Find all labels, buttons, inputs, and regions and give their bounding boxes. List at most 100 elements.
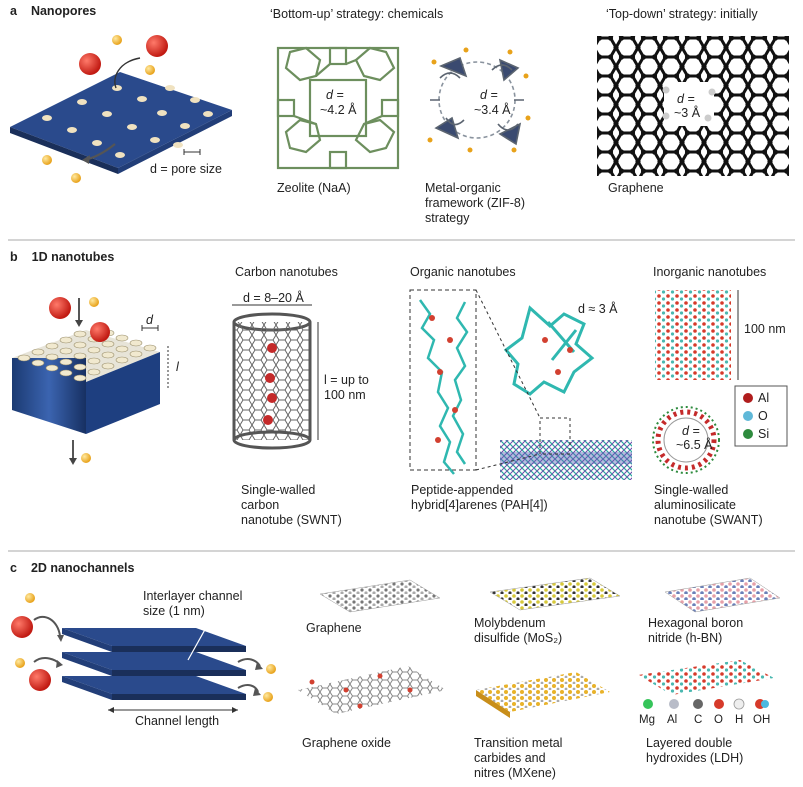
nanotube-bundle	[12, 329, 160, 434]
panel-a-title: Nanopores	[30, 4, 97, 18]
ldh-legend-oh: OH	[753, 714, 771, 726]
graphene-d-label: d =	[677, 92, 695, 106]
swnt-d-label: d = 8–20 Å	[243, 291, 304, 305]
element-legend-swatches	[743, 393, 753, 439]
legend-o: O	[758, 409, 768, 423]
channel-length-label: Channel length	[135, 714, 220, 728]
layered-sheets	[62, 628, 246, 700]
material-mxene: Transition metal carbides and nitres (MX…	[474, 736, 563, 780]
water-molecule	[145, 65, 155, 75]
water-molecule	[81, 453, 91, 463]
material-graphene-oxide: Graphene oxide	[302, 736, 391, 750]
material-graphene: Graphene	[306, 621, 362, 635]
zeolite-structure	[276, 46, 400, 170]
ldh-legend-c: C	[694, 714, 703, 726]
pah4-top-view	[503, 305, 595, 396]
pah4-bilayer	[500, 440, 632, 480]
panel-c-letter: c	[10, 561, 17, 575]
mof-d-value: ~3.4 Å	[474, 103, 511, 117]
water-molecule	[266, 664, 276, 674]
ldh-legend-al: Al	[667, 714, 678, 726]
ldh-sheet	[638, 660, 774, 695]
zeolite-d-value: ~4.2 Å	[320, 103, 357, 117]
pah4-caption: Peptide-appended hybrid[4]arenes (PAH[4]…	[411, 483, 548, 512]
interlayer-label: Interlayer channel size (1 nm)	[143, 589, 243, 618]
sodium-ion	[79, 53, 101, 75]
flow-arrow	[33, 615, 61, 637]
ldh-legend-o: O	[714, 714, 723, 726]
mxene-sheet	[476, 672, 610, 712]
hbn-sheet	[664, 577, 781, 613]
water-molecule	[25, 593, 35, 603]
swant-caption: Single-walled aluminosilicate nanotube (…	[654, 483, 763, 527]
carbon-heading: Carbon nanotubes	[235, 265, 338, 279]
graphene-sheet	[319, 579, 441, 613]
graphene-oxide-groups	[309, 673, 413, 709]
water-molecule	[89, 297, 99, 307]
swant-side-view	[655, 290, 731, 380]
mof-d-label: d =	[480, 88, 498, 102]
water-molecule	[42, 155, 52, 165]
ldh-legend-swatches	[643, 698, 769, 710]
flow-arrow	[114, 57, 141, 89]
zeolite-caption: Zeolite (NaA)	[277, 181, 351, 195]
swnt-caption: Single-walled carbon nanotube (SWNT)	[241, 483, 342, 527]
tube-l-label: l	[176, 360, 179, 374]
sodium-ion	[29, 669, 51, 691]
graphene-oxide-sheet	[298, 666, 446, 714]
organic-heading: Organic nanotubes	[410, 265, 516, 279]
sodium-ion	[11, 616, 33, 638]
interlayer-pointer	[187, 616, 213, 661]
swant-d-label: d =	[682, 424, 700, 438]
pore-size-label: d = pore size	[150, 162, 222, 176]
graphene-pore	[662, 82, 716, 126]
ldh-legend-h: H	[735, 714, 744, 726]
flow-arrow	[237, 684, 259, 693]
swant-d-value: ~6.5 Å	[676, 438, 713, 452]
bottom-up-heading: ‘Bottom-up’ strategy: chemicals	[270, 7, 444, 21]
material-mos2: Molybdenum disulfide (MoS₂)	[474, 616, 563, 645]
water-molecule	[112, 35, 122, 45]
swnt-model	[232, 312, 312, 450]
water-molecule	[263, 692, 273, 702]
panel-b-title: 1D nanotubes	[31, 250, 115, 264]
sodium-ion	[146, 35, 168, 57]
pah4-oxygen	[429, 315, 458, 443]
material-ldh: Layered double hydroxides (LDH)	[646, 736, 744, 765]
top-down-heading: ‘Top-down’ strategy: initially	[606, 7, 758, 21]
swnt-l-label: l = up to 100 nm	[324, 373, 369, 402]
sodium-ion	[49, 297, 71, 319]
panel-b-letter: b	[10, 250, 18, 264]
pah4-inset-frame	[409, 289, 477, 471]
zif8-framework	[430, 56, 524, 146]
pore-size-bracket	[183, 149, 201, 155]
material-hbn: Hexagonal boron nitride (h-BN)	[648, 616, 744, 645]
swant-ring	[652, 406, 720, 474]
panel-b-heading: b 1D nanotubes	[10, 250, 114, 264]
nanopore-membrane	[10, 72, 232, 174]
inorganic-heading: Inorganic nanotubes	[653, 265, 767, 279]
panel-a-heading: a Nanopores	[10, 4, 96, 18]
panel-c-title: 2D nanochannels	[30, 561, 135, 575]
mos2-sheet	[489, 577, 621, 611]
water-molecule	[71, 173, 81, 183]
legend-si: Si	[758, 427, 770, 441]
panel-c-heading: c 2D nanochannels	[10, 561, 134, 575]
sodium-ion	[90, 322, 110, 342]
water-molecule	[15, 658, 25, 668]
ldh-legend-mg: Mg	[639, 714, 655, 726]
panel-a-letter: a	[10, 4, 17, 18]
tube-diameter-bracket	[141, 325, 159, 331]
pah4-molecule	[418, 299, 469, 475]
graphene-caption: Graphene	[608, 181, 664, 195]
tube-d-label: d	[146, 313, 153, 327]
legend-al: Al	[758, 391, 770, 405]
pah4-d-label: d ≈ 3 Å	[578, 302, 618, 316]
graphene-d-value: ~3 Å	[674, 106, 701, 120]
flow-arrow	[33, 657, 61, 665]
zif8-zinc-nodes	[427, 47, 531, 153]
zeolite-d-label: d =	[326, 88, 344, 102]
swant-length-label: 100 nm	[744, 322, 786, 336]
mof-caption: Metal-organic framework (ZIF-8) strategy	[425, 181, 525, 225]
